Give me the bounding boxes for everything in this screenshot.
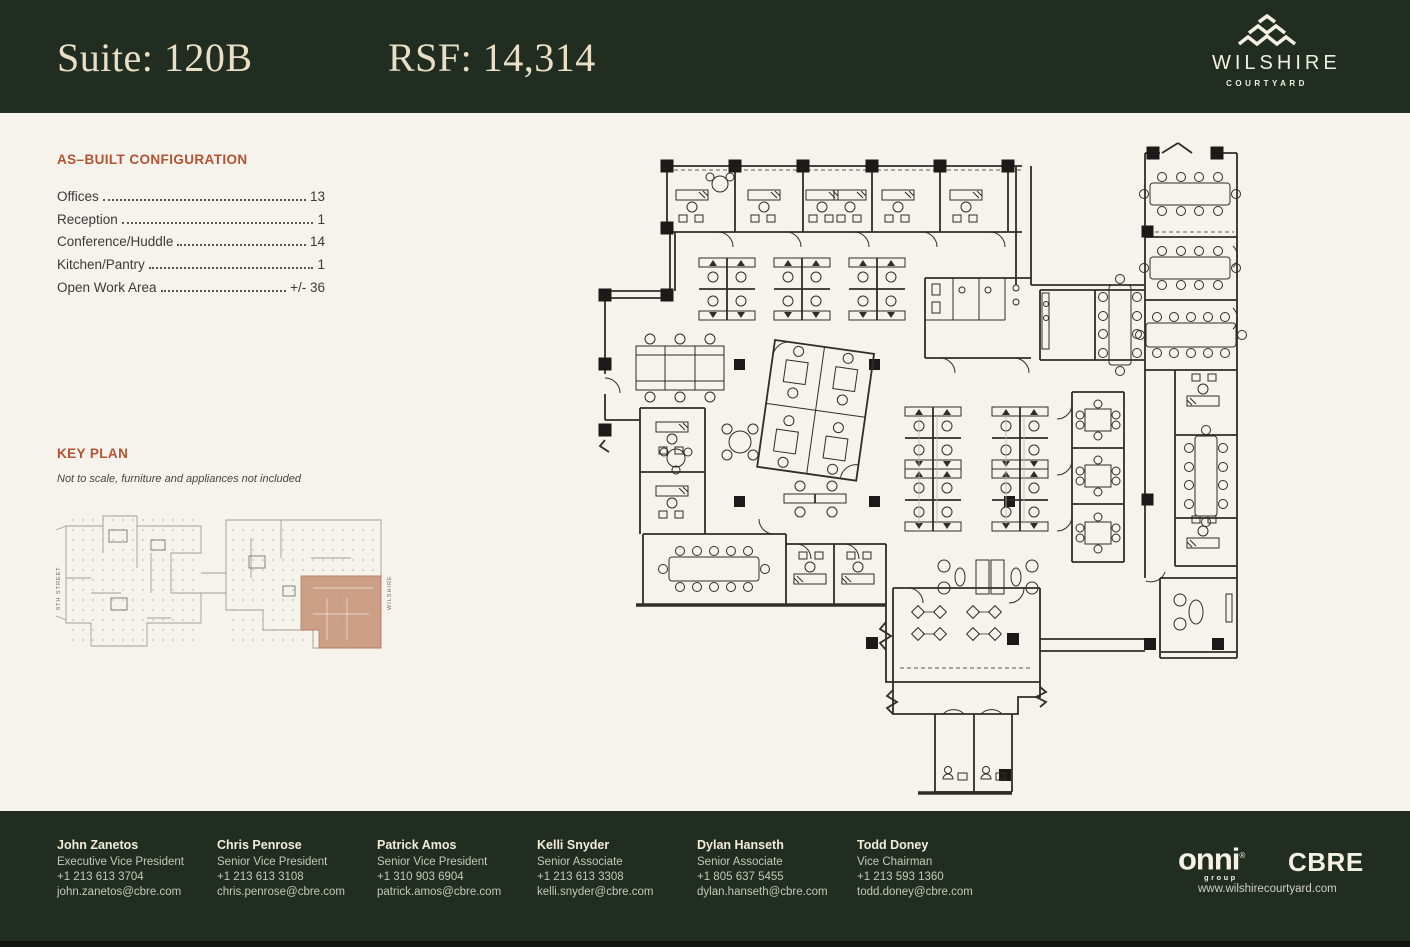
contact-email: john.zanetos@cbre.com	[57, 886, 182, 898]
as-built-title: AS–BUILT CONFIGURATION	[57, 152, 248, 167]
contact-title: Senior Associate	[537, 856, 623, 868]
footer-bar: John Zanetos Executive Vice President +1…	[0, 811, 1410, 947]
footer-bottom-strip	[0, 941, 1410, 947]
contact-email: todd.doney@cbre.com	[857, 886, 973, 898]
contact-name: Todd Doney	[857, 838, 929, 852]
key-plan-section: KEY PLAN Not to scale, furniture and app…	[55, 446, 393, 649]
list-item-value: 14	[309, 234, 325, 250]
street-label-left: 8TH STREET	[56, 566, 62, 610]
contact-card: Patrick Amos Senior Vice President +1 31…	[377, 838, 532, 900]
contact-name: Chris Penrose	[217, 838, 302, 852]
list-item-value: 13	[309, 188, 325, 204]
furniture	[635, 172, 1247, 781]
street-label-right: WILSHIRE	[387, 575, 393, 610]
website-link[interactable]: www.wilshirecourtyard.com	[1198, 883, 1337, 895]
dotted-leader	[121, 221, 314, 224]
list-item-label: Offices	[57, 188, 99, 204]
onni-logo-text: onni	[1178, 841, 1240, 877]
contact-name: Patrick Amos	[377, 838, 457, 852]
rsf-title: RSF: 14,314	[388, 35, 596, 80]
contact-phone: +1 213 613 3308	[537, 871, 624, 883]
list-item: Open Work Area +/- 36	[57, 272, 325, 295]
brand-logo: WILSHIRE COURTYARD	[1212, 14, 1341, 88]
contact-phone: +1 213 593 1360	[857, 871, 944, 883]
list-item: Reception 1	[57, 204, 325, 227]
contact-card: John Zanetos Executive Vice President +1…	[57, 838, 212, 900]
contact-email: kelli.snyder@cbre.com	[537, 886, 654, 898]
as-built-section: AS–BUILT CONFIGURATION Offices 13 Recept…	[57, 152, 325, 295]
dotted-leader	[102, 198, 306, 201]
list-item-value: 1	[317, 211, 325, 227]
contact-phone: +1 310 903 6904	[377, 871, 464, 883]
contact-title: Vice Chairman	[857, 856, 933, 868]
list-item-label: Reception	[57, 211, 118, 227]
brand-subname: COURTYARD	[1226, 79, 1308, 88]
contact-phone: +1 213 613 3108	[217, 871, 304, 883]
onni-registered-mark: ®	[1239, 851, 1245, 860]
contact-name: John Zanetos	[57, 838, 139, 852]
contact-title: Executive Vice President	[57, 856, 184, 868]
list-item-value: +/- 36	[290, 279, 325, 295]
suite-title: Suite: 120B	[57, 35, 253, 80]
list-item: Conference/Huddle 14	[57, 227, 325, 250]
key-plan-map: 8TH STREET WILSHIRE	[55, 515, 393, 649]
header-bar: Suite: 120B RSF: 14,314 WILSHIRE COURTYA…	[0, 0, 1410, 113]
key-plan-title: KEY PLAN	[57, 446, 129, 461]
contact-title: Senior Vice President	[217, 856, 328, 868]
contact-email: patrick.amos@cbre.com	[377, 886, 502, 898]
suite-highlight	[300, 575, 382, 649]
onni-logo: onni®	[1178, 843, 1245, 874]
contact-card: Todd Doney Vice Chairman +1 213 593 1360…	[857, 838, 1012, 900]
contact-card: Chris Penrose Senior Vice President +1 2…	[217, 838, 372, 900]
dotted-leader	[177, 244, 306, 247]
list-item: Kitchen/Pantry 1	[57, 249, 325, 272]
onni-logo-sub: group	[1204, 873, 1238, 882]
dotted-leader	[160, 289, 287, 292]
floor-plan	[598, 142, 1247, 795]
brand-name: WILSHIRE	[1212, 52, 1341, 74]
wilshire-mark-icon	[1237, 14, 1297, 47]
contact-email: chris.penrose@cbre.com	[217, 886, 345, 898]
contact-name: Kelli Snyder	[537, 838, 610, 852]
contact-title: Senior Associate	[697, 856, 783, 868]
contact-phone: +1 213 613 3704	[57, 871, 144, 883]
contact-name: Dylan Hanseth	[697, 838, 784, 852]
contact-email: dylan.hanseth@cbre.com	[697, 886, 828, 898]
contact-title: Senior Vice President	[377, 856, 488, 868]
cbre-logo: CBRE	[1288, 847, 1364, 877]
list-item-label: Open Work Area	[57, 279, 157, 295]
list-item: Offices 13	[57, 181, 325, 204]
contact-card: Dylan Hanseth Senior Associate +1 805 63…	[697, 838, 852, 900]
contact-phone: +1 805 637 5455	[697, 871, 784, 883]
key-plan-note: Not to scale, furniture and appliances n…	[57, 473, 301, 485]
list-item-label: Kitchen/Pantry	[57, 257, 145, 273]
list-item-label: Conference/Huddle	[57, 234, 174, 250]
structural-columns	[598, 146, 1224, 781]
contact-card: Kelli Snyder Senior Associate +1 213 613…	[537, 838, 692, 900]
list-item-value: 1	[317, 257, 325, 273]
dotted-leader	[148, 267, 314, 270]
